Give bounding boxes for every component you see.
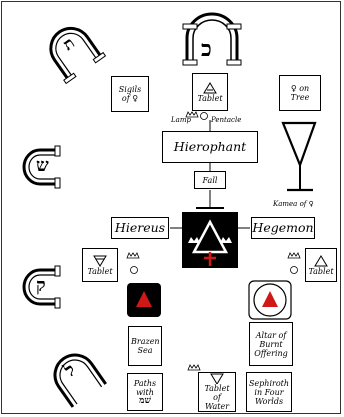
pentacle-label: Pentacle xyxy=(211,116,241,124)
sigils-box: Sigils of ♀ xyxy=(111,76,149,112)
hebrew-letter-top: כ xyxy=(201,36,212,62)
white-pillar-base xyxy=(249,281,291,319)
hierophant-label: Hierophant xyxy=(174,140,246,154)
sephiroth-box: Sephiroth in Four Worlds xyxy=(246,372,292,412)
tablet-left-box: Tablet xyxy=(82,248,118,282)
tablet-left-label: Tablet xyxy=(87,267,112,276)
venus-on-tree-label: ♀ on Tree xyxy=(283,84,317,102)
water-triangle-icon xyxy=(210,373,224,384)
lamp-label: Lamp xyxy=(171,116,191,124)
triangle-outline-icon xyxy=(314,255,328,267)
black-pillar-base xyxy=(127,283,161,317)
paths-hebrew: שׁמ xyxy=(139,397,151,406)
tablet-right-label: Tablet xyxy=(308,267,333,276)
paths-label: Paths with xyxy=(131,379,159,397)
hiereus-label: Hiereus xyxy=(115,221,165,235)
fall-label: Fall xyxy=(203,176,218,185)
tablet-top-box: Tablet xyxy=(192,73,228,111)
brazen-sea-label: Brazen Sea xyxy=(131,337,159,355)
sigils-label: Sigils of ♀ xyxy=(115,85,145,103)
hegemon-box: Hegemon xyxy=(251,217,315,239)
hierophant-box: Hierophant xyxy=(162,131,258,163)
hegemon-label: Hegemon xyxy=(252,221,313,235)
altar-box: Altar of Burnt Offering xyxy=(249,322,293,366)
tablet-water-box: Tablet of Water xyxy=(198,372,236,412)
top-arch-pillars xyxy=(183,14,241,65)
cup-icon xyxy=(283,123,315,190)
hiereus-box: Hiereus xyxy=(111,217,169,239)
venus-on-tree-box: ♀ on Tree xyxy=(279,75,321,111)
tablet-right-box: Tablet xyxy=(305,248,337,282)
brazen-sea-box: Brazen Sea xyxy=(128,326,162,366)
tablet-top-label: Tablet xyxy=(197,94,222,103)
sephiroth-label: Sephiroth in Four Worlds xyxy=(248,379,290,406)
tablet-water-label: Tablet of Water xyxy=(200,384,234,411)
hebrew-letter-middle-left: ש xyxy=(36,155,49,176)
inverted-triangle-icon xyxy=(93,255,107,267)
triangle-icon xyxy=(203,82,217,94)
altar-label: Altar of Burnt Offering xyxy=(251,331,291,358)
central-altar xyxy=(182,212,238,268)
kamea-label: Kamea of ♀ xyxy=(273,200,314,208)
fall-box: Fall xyxy=(194,171,226,189)
paths-box: Paths with שׁמ xyxy=(127,373,163,411)
hebrew-letter-lower-left: ק xyxy=(36,275,46,296)
